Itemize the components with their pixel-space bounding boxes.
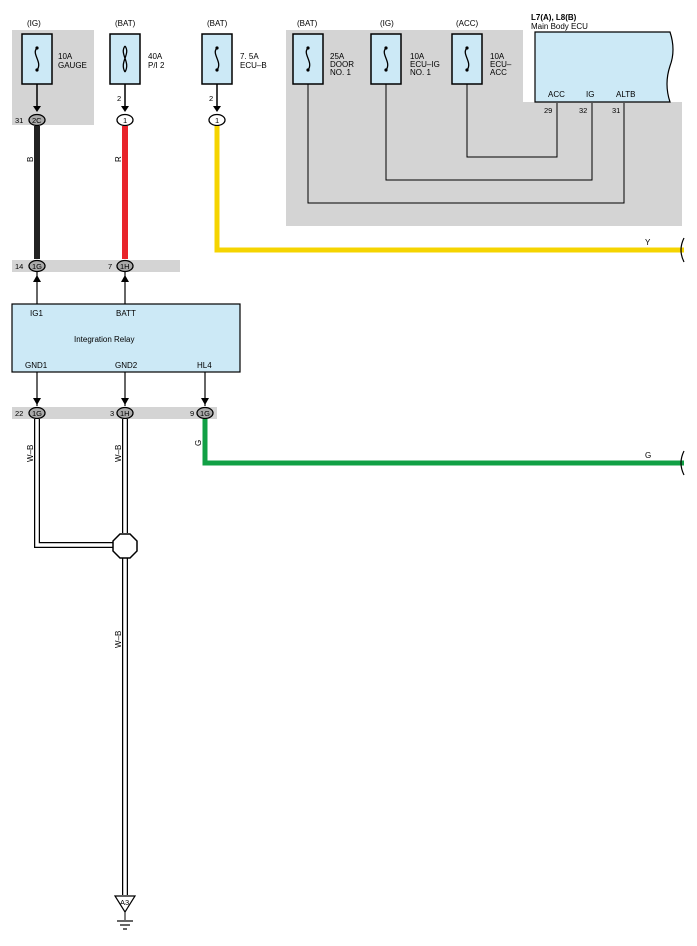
relay-input-ig1: IG1: [30, 309, 43, 318]
relay-output-gnd1: GND1: [25, 361, 48, 370]
connector-22-1g: 22 1G: [15, 406, 46, 420]
fuse-source-bat: (BAT): [297, 19, 318, 28]
wire-break-yellow: [680, 237, 685, 263]
wire-yellow: [214, 126, 684, 253]
fuse-name: ECU–IG: [410, 60, 440, 69]
ecu-terminal-acc: ACC: [548, 90, 565, 99]
arrow-ecu-b: [213, 106, 221, 112]
fuse-ecu-b: (BAT) 7. 5A ECU–B 2: [201, 19, 267, 103]
ground-point-triangle: [113, 895, 137, 914]
ecu-pin-32: 32: [579, 106, 587, 115]
fuse-source-ig: (IG): [27, 19, 41, 28]
connector-pin: 22: [15, 409, 23, 418]
wire-ecu-ig: [385, 82, 593, 181]
wire-label-black: B: [26, 157, 35, 162]
fuse-name: GAUGE: [58, 61, 87, 70]
connector-id: 1: [123, 116, 127, 125]
fuse-ecu-ig-no1: (IG) 10A ECU–IG NO. 1: [370, 19, 440, 85]
connector-pin: 14: [15, 262, 23, 271]
connector-id: 1H: [120, 262, 130, 271]
ground-point-id: A3: [120, 898, 129, 907]
connector-id: 1H: [120, 409, 130, 418]
fuse-door-no1: (BAT) 25A DOOR NO. 1: [292, 19, 354, 85]
ecu-terminal-ig: IG: [586, 90, 594, 99]
fuse-ecu-acc: (ACC) 10A ECU– ACC: [451, 19, 512, 85]
wire-ecu-altb: [307, 82, 625, 204]
wire-label-wb1: W–B: [26, 445, 35, 462]
arrow-gnd2: [121, 398, 129, 405]
connector-9-1g: 9 1G: [190, 406, 214, 420]
connector-3-1h: 3 1H: [110, 406, 134, 420]
fuse-source-acc: (ACC): [456, 19, 479, 28]
ecu-name-label: Main Body ECU: [531, 22, 588, 31]
connector-pin: 9: [190, 409, 194, 418]
relay-input-batt: BATT: [116, 309, 136, 318]
wire-label-green-v: G: [194, 440, 203, 446]
wire-green: [202, 419, 684, 466]
connector-ecu-b-1: 1: [208, 113, 226, 127]
wire-label-wb3: W–B: [114, 631, 123, 648]
fuse-rating: 40A: [148, 52, 163, 61]
connector-strip-top: [12, 260, 180, 272]
fuse-name-2: NO. 1: [410, 68, 431, 77]
fuse-source-bat: (BAT): [207, 19, 228, 28]
relay-name: Integration Relay: [74, 335, 134, 344]
ecu-id-label: L7(A), L8(B): [531, 13, 577, 22]
connector-2c: 31 2C: [15, 113, 46, 127]
connector-strip-bottom: [12, 407, 217, 419]
fuse-out-pin: 2: [209, 94, 213, 103]
wire-wb-gnd1-outline: [34, 419, 117, 548]
connector-pi2-1: 1: [116, 113, 134, 127]
main-body-ecu-box: [534, 31, 674, 103]
connector-14-1g: 14 1G: [15, 259, 46, 273]
fuse-source-bat: (BAT): [115, 19, 136, 28]
ecu-terminal-altb: ALTB: [616, 90, 635, 99]
fuse-name-2: ACC: [490, 68, 507, 77]
ecu-pin-31: 31: [612, 106, 620, 115]
wire-ecu-acc: [466, 82, 558, 158]
arrow-batt: [121, 275, 129, 282]
arrow-gauge: [33, 106, 41, 112]
fuse-name: DOOR: [330, 60, 354, 69]
connector-pin: 7: [108, 262, 112, 271]
connector-pin: 3: [110, 409, 114, 418]
connector-id: 1G: [32, 262, 42, 271]
integration-relay-box: [11, 303, 241, 373]
connector-7-1h: 7 1H: [108, 259, 134, 273]
fuse-pi2: (BAT) 40A P/I 2 2: [109, 19, 165, 103]
connector-id: 1: [215, 116, 219, 125]
ecu-pin-29: 29: [544, 106, 552, 115]
wire-break-green: [680, 450, 685, 476]
fuse-rating: 10A: [490, 52, 505, 61]
connector-id: 2C: [32, 116, 42, 125]
wire-wb-gnd1: [35, 419, 117, 547]
fuse-source-ig: (IG): [380, 19, 394, 28]
connector-id: 1G: [32, 409, 42, 418]
wire-label-yellow: Y: [645, 238, 651, 247]
wire-label-green-h: G: [645, 451, 651, 460]
fuse-name: ECU–: [490, 60, 512, 69]
fuse-rating: 10A: [58, 52, 73, 61]
arrow-pi2: [121, 106, 129, 112]
connector-pin: 31: [15, 116, 23, 125]
fuse-gauge: (IG) 10A GAUGE: [21, 19, 87, 85]
fuse-out-pin: 2: [117, 94, 121, 103]
arrow-hl4: [201, 398, 209, 405]
splice-point: [112, 533, 138, 559]
arrow-ig1: [33, 275, 41, 282]
fuse-name: P/I 2: [148, 61, 165, 70]
fuse-rating: 10A: [410, 52, 425, 61]
fuse-rating: 25A: [330, 52, 345, 61]
fuse-name-2: NO. 1: [330, 68, 351, 77]
connector-id: 1G: [200, 409, 210, 418]
fuse-name: ECU–B: [240, 61, 267, 70]
relay-output-hl4: HL4: [197, 361, 212, 370]
fuse-rating: 7. 5A: [240, 52, 259, 61]
relay-output-gnd2: GND2: [115, 361, 138, 370]
wire-label-red: R: [114, 156, 123, 162]
wire-label-wb2: W–B: [114, 445, 123, 462]
arrow-gnd1: [33, 398, 41, 405]
